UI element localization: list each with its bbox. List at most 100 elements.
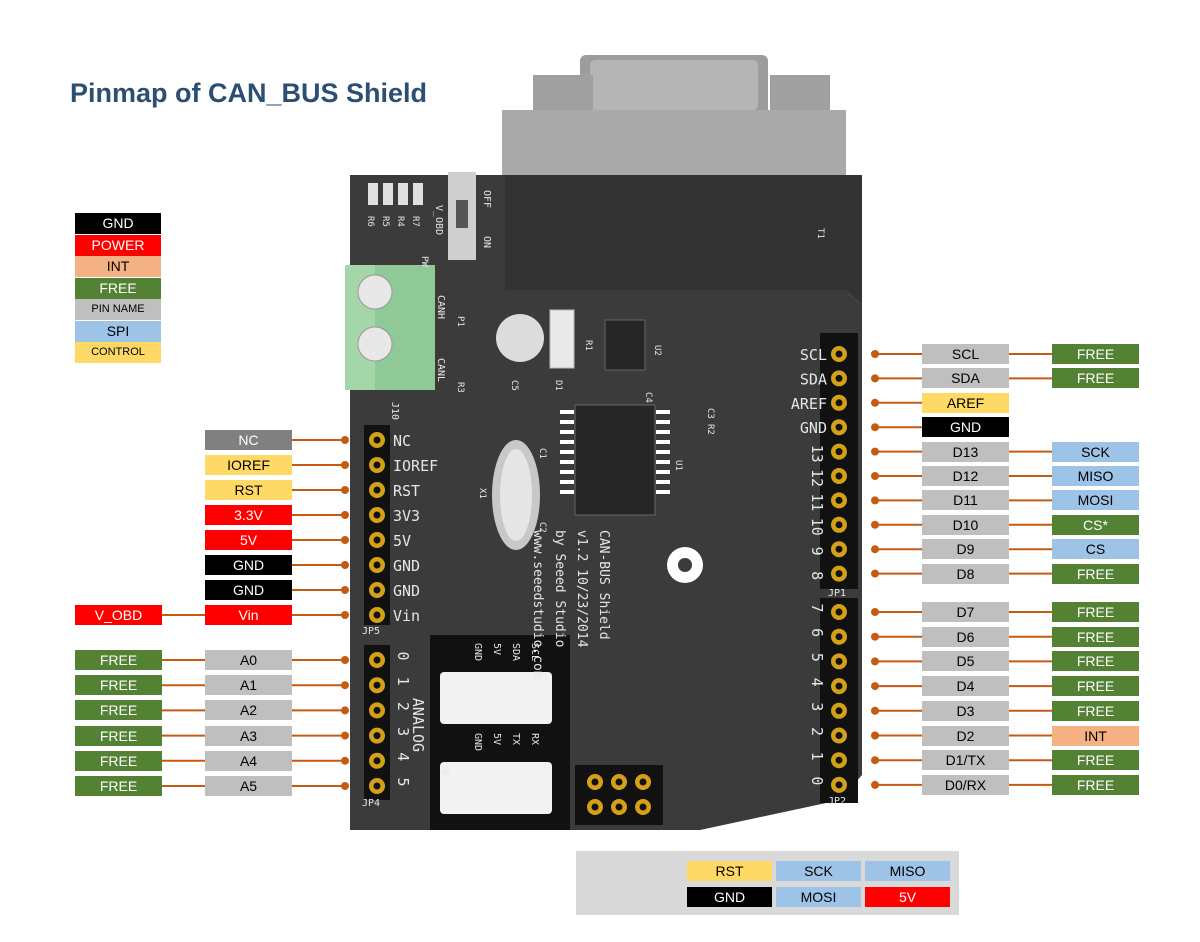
silk-part-ref: R1 (583, 340, 593, 351)
icsp-pin-label: SCK (776, 861, 861, 881)
power-pin-label: IOREF (205, 455, 292, 475)
pin-dot (341, 611, 349, 619)
analog-pin-label: A5 (205, 776, 292, 796)
digital-pin-label: D12 (922, 466, 1009, 486)
silk-grove-i2c: SCL (529, 643, 540, 661)
header-pad (831, 443, 847, 460)
silk-header-id: JP4 (362, 798, 380, 809)
digital-pin-label: D9 (922, 539, 1009, 560)
silk-pin-name: SDA (800, 370, 827, 388)
silk-maker: by Seeed Studio (552, 530, 567, 647)
header-pad (831, 752, 847, 769)
legend-spi: SPI (75, 320, 161, 342)
silk-analog-number: 3 (394, 727, 412, 736)
header-pad (369, 752, 385, 769)
silk-pin-number: 1 (808, 752, 826, 761)
silk-grove-i2c: SDA (510, 643, 521, 661)
analog-pin-label: A4 (205, 750, 292, 771)
digital-pin-label: D4 (922, 676, 1009, 697)
header-pad (831, 653, 847, 670)
power-pin-label: RST (205, 480, 292, 500)
header-pad (369, 702, 385, 719)
icsp-pin-label: GND (687, 887, 772, 907)
silk-part-ref: R5 (380, 216, 390, 227)
silk-pin-number: 10 (808, 518, 826, 536)
pin-dot (341, 586, 349, 594)
digital-pin-label: D13 (922, 441, 1009, 462)
silk-pin-number: 11 (808, 493, 826, 511)
silk-part-ref: C5 (509, 380, 519, 391)
silk-part-ref: U1 (673, 460, 683, 471)
silk-part-ref: U2 (652, 345, 662, 356)
silk-header-id: JP2 (828, 796, 846, 807)
silk-part-ref: P1 (455, 316, 465, 327)
chip-u2 (604, 319, 646, 371)
silk-part-ref: C1 (537, 448, 547, 459)
power-pin-label: NC (205, 430, 292, 450)
silk-pin-number: 13 (808, 445, 826, 463)
icsp-pad (611, 799, 627, 815)
header-pad (831, 346, 847, 362)
legend-pin-name: PIN NAME (75, 299, 161, 320)
header-pad (831, 565, 847, 582)
silk-part-ref: R3 (455, 382, 465, 393)
header-pad (831, 628, 847, 645)
header-pad (369, 482, 385, 498)
digital-pin-label: GND (922, 417, 1009, 438)
icsp-pad (635, 799, 651, 815)
legend-control: CONTROL (75, 342, 161, 363)
header-pad (369, 557, 385, 573)
power-pin-label: GND (205, 580, 292, 600)
silk-analog-number: 1 (394, 677, 412, 686)
pin-dot (341, 706, 349, 715)
silk-part-ref: X1 (477, 488, 487, 499)
digital-function-label: FREE (1052, 626, 1139, 647)
silk-part-ref: C2 (537, 522, 547, 533)
silk-power-name: 3V3 (393, 507, 420, 525)
pin-dot (341, 436, 349, 444)
icsp-pin-label: RST (687, 861, 772, 881)
silk-part-ref: PW (419, 256, 429, 267)
analog-pin-label: A2 (205, 700, 292, 721)
digital-pin-label: D8 (922, 563, 1009, 584)
header-pad (831, 702, 847, 719)
icsp-pad (587, 774, 603, 790)
silk-part-ref: D1 (553, 380, 563, 391)
digital-function-label: FREE (1052, 651, 1139, 672)
digital-pin-label: AREF (922, 392, 1009, 413)
icsp-pad (635, 774, 651, 790)
silk-pin-number: 12 (808, 469, 826, 487)
silk-analog-number: 0 (394, 651, 412, 660)
silk-analog-number: 5 (394, 777, 412, 786)
digital-function-label: MISO (1052, 466, 1139, 486)
silk-part-ref: R2 (705, 424, 715, 435)
silk-header-id: JP1 (828, 588, 846, 599)
silk-pin-number: 2 (808, 727, 826, 736)
silk-pin-number: 5 (808, 653, 826, 662)
header-pad (369, 507, 385, 523)
digital-pin-label: D0/RX (922, 774, 1009, 795)
silk-power-name: IOREF (393, 457, 438, 475)
icsp-pin-label: MISO (865, 861, 950, 881)
silk-pin-name: GND (800, 419, 827, 437)
silk-grove-uart: 5V (491, 733, 502, 745)
legend-power: POWER (75, 234, 161, 256)
silk-pin-name: SCL (800, 346, 827, 364)
header-pad (831, 678, 847, 695)
digital-pin-label: SDA (922, 368, 1009, 389)
pin-dot (341, 681, 349, 690)
silk-power-name: NC (393, 432, 411, 450)
digital-function-label: FREE (1052, 700, 1139, 721)
silk-terminal-canl: CANL (435, 358, 446, 382)
analog-pin-label: A1 (205, 675, 292, 696)
silk-switch-off: OFF (481, 190, 492, 208)
pin-dot (341, 461, 349, 469)
silk-part-ref: C3 (705, 408, 715, 419)
header-pad (831, 727, 847, 744)
icsp-pad (587, 799, 603, 815)
silk-terminal-canh: CANH (435, 295, 446, 319)
power-pin-label: 3.3V (205, 505, 292, 525)
silk-power-name: RST (393, 482, 420, 500)
silk-product-name: CAN-BUS Shield (596, 530, 611, 640)
analog-pin-label: A0 (205, 650, 292, 670)
